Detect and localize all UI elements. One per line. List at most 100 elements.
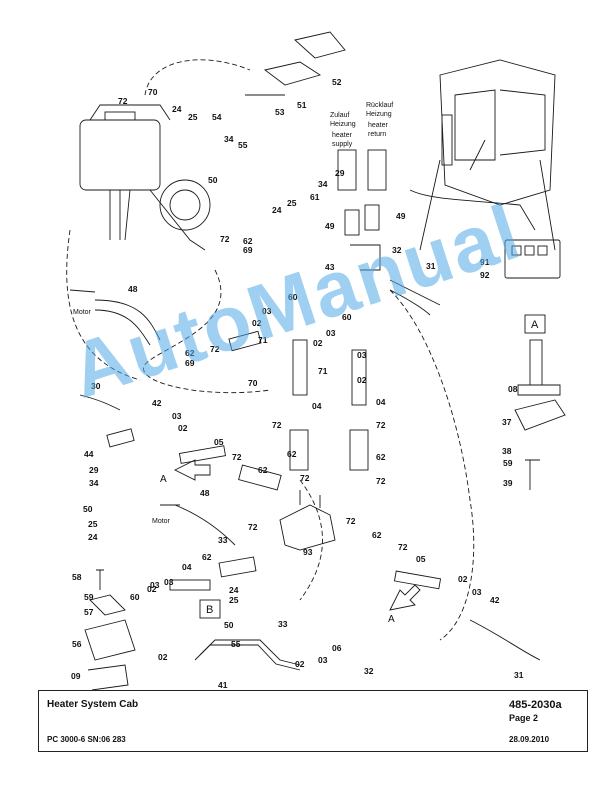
callout-label: 30 <box>91 381 101 391</box>
callout-label: 06 <box>332 643 342 653</box>
return-de-1: Rücklauf <box>366 102 393 109</box>
callout-label: 60 <box>342 312 352 322</box>
callout-label: 61 <box>310 192 320 202</box>
callout-label: 93 <box>303 547 313 557</box>
callout-label: 62 <box>202 552 212 562</box>
callout-label: 34 <box>89 478 99 488</box>
callout-label: 37 <box>502 417 512 427</box>
view-a-left: A <box>160 474 167 485</box>
callout-label: 50 <box>83 504 93 514</box>
box-a-label: A <box>531 319 539 331</box>
callout-label: 62 <box>258 465 268 475</box>
callout-label: 59 <box>503 458 513 468</box>
callout-label: 02 <box>158 652 168 662</box>
callout-label: 31 <box>426 261 436 271</box>
callout-label: 72 <box>232 452 242 462</box>
callout-label: 42 <box>152 398 162 408</box>
callout-label: 72 <box>248 522 258 532</box>
callout-label: 71 <box>258 335 268 345</box>
callout-label: 32 <box>392 245 402 255</box>
callout-label: 03 <box>318 655 328 665</box>
callout-label: 04 <box>182 562 192 572</box>
callout-label: 69 <box>185 358 195 368</box>
callout-label: 72 <box>346 516 356 526</box>
callout-label: 43 <box>325 262 335 272</box>
callout-label: 62 <box>287 449 297 459</box>
view-a-right: A <box>388 614 395 625</box>
callout-label: 62 <box>243 236 253 246</box>
callout-label: 34 <box>224 134 234 144</box>
callout-label: 72 <box>376 476 386 486</box>
box-b-label: B <box>206 604 213 616</box>
return-de-2: Heizung <box>366 111 392 118</box>
callout-label: 03 <box>262 306 272 316</box>
callout-label: 92 <box>480 270 490 280</box>
callout-label: 60 <box>288 292 298 302</box>
callout-label: 02 <box>357 375 367 385</box>
callout-label: 72 <box>398 542 408 552</box>
callout-label: 56 <box>72 639 82 649</box>
callout-label: 09 <box>71 671 81 681</box>
callout-label: 03 <box>357 350 367 360</box>
callout-label: 25 <box>188 112 198 122</box>
callout-label: 05 <box>416 554 426 564</box>
model-serial: PC 3000-6 SN:06 283 <box>47 735 126 744</box>
callout-label: 69 <box>243 245 253 255</box>
callout-label: 62 <box>376 452 386 462</box>
callout-label: 03 <box>472 587 482 597</box>
exploded-parts-diagram: Zulauf Heizung heater supply Rücklauf He… <box>66 31 566 690</box>
callout-label: 55 <box>231 639 241 649</box>
callout-label: 48 <box>128 284 138 294</box>
callout-label: 02 <box>147 584 157 594</box>
callout-label: 05 <box>214 437 224 447</box>
callout-label: 91 <box>480 257 490 267</box>
supply-en-2: supply <box>332 141 353 148</box>
callout-label: 03 <box>326 328 336 338</box>
callout-label: 54 <box>212 112 222 122</box>
callout-label: 29 <box>335 168 345 178</box>
callout-label: 03 <box>164 577 174 587</box>
callout-label: 24 <box>272 205 282 215</box>
callout-label: 24 <box>172 104 182 114</box>
supply-de-1: Zulauf <box>330 112 350 119</box>
callout-label: 50 <box>224 620 234 630</box>
callout-label: 70 <box>148 87 158 97</box>
motor-label-top: Motor <box>73 309 92 316</box>
callout-label: 42 <box>490 595 500 605</box>
callout-label: 02 <box>252 318 262 328</box>
pipe-41 <box>199 639 301 666</box>
callout-label: 50 <box>208 175 218 185</box>
callout-label: 08 <box>508 384 518 394</box>
callout-label: 51 <box>297 100 307 110</box>
callout-label: 53 <box>275 107 285 117</box>
callout-label: 72 <box>118 96 128 106</box>
callout-label: 49 <box>396 211 406 221</box>
callout-label: 34 <box>318 179 328 189</box>
return-en-2: return <box>368 131 386 138</box>
supply-en-1: heater <box>332 132 353 139</box>
callout-label: 29 <box>89 465 99 475</box>
supply-de-2: Heizung <box>330 121 356 128</box>
callout-label: 70 <box>248 378 258 388</box>
callout-label: 72 <box>376 420 386 430</box>
callout-label: 02 <box>458 574 468 584</box>
callout-label: 33 <box>218 535 228 545</box>
callout-label: 57 <box>84 607 94 617</box>
callout-label: 02 <box>313 338 323 348</box>
callout-label: 03 <box>150 580 160 590</box>
callout-label: 25 <box>229 595 239 605</box>
callout-label: 25 <box>88 519 98 529</box>
callout-label: 03 <box>172 411 182 421</box>
manifold-93 <box>279 504 336 551</box>
callout-label: 49 <box>325 221 335 231</box>
callout-label: 52 <box>332 77 342 87</box>
callout-label: 71 <box>318 366 328 376</box>
callout-label: 58 <box>72 572 82 582</box>
return-en-1: heater <box>368 122 389 129</box>
callout-label: 24 <box>88 532 98 542</box>
callout-label: 72 <box>210 344 220 354</box>
control-panel <box>504 239 561 279</box>
callout-label: 72 <box>220 234 230 244</box>
callout-label: 72 <box>272 420 282 430</box>
